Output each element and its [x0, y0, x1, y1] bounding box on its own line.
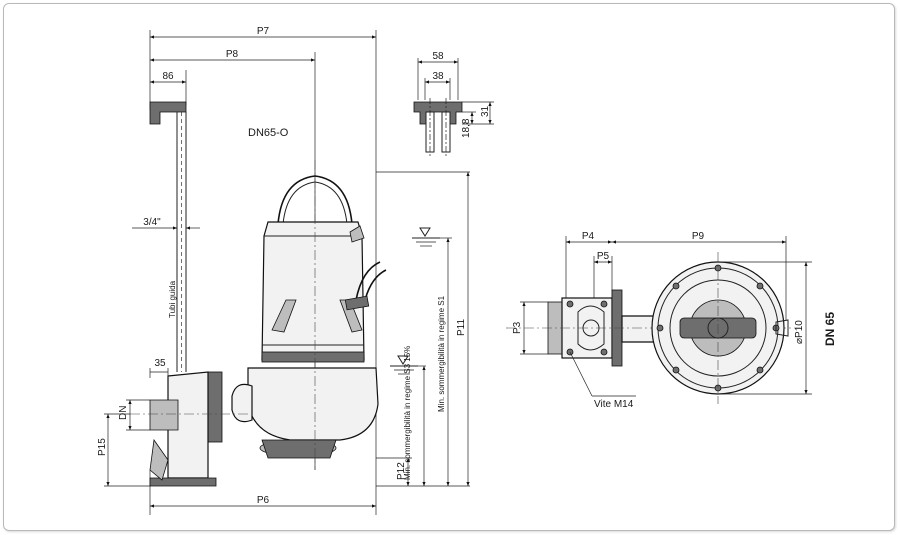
water-level-s1-icon — [412, 227, 440, 247]
screw-label: Vite M14 — [594, 399, 634, 410]
dim-35: 35 — [154, 358, 166, 369]
model-label: DN65-O — [248, 127, 289, 139]
dim-58: 58 — [432, 51, 444, 62]
bracket-detail: 58 38 31 18,8 — [413, 51, 494, 158]
dim-dn: DN — [118, 406, 129, 420]
pipe-size-label: 3/4" — [143, 217, 161, 228]
dim-p12: P12 — [396, 462, 407, 480]
dim-31: 31 — [480, 105, 491, 117]
dim-p9: P9 — [692, 231, 705, 242]
submergence-s1-label: Min. sommergibilità in regime S1 — [437, 295, 446, 412]
dim-18-8: 18,8 — [461, 118, 472, 138]
dim-p15: P15 — [97, 438, 108, 456]
dim-p7: P7 — [257, 26, 270, 37]
dn-65-label: DN 65 — [823, 312, 837, 346]
dim-38: 38 — [432, 71, 444, 82]
dim-p6: P6 — [257, 495, 270, 506]
guide-tubes-label: Tubi guida — [168, 280, 177, 318]
submergence-s3-label: Min. sommergibilità in regime S3 15% — [403, 346, 412, 480]
side-view: P7 P8 86 3/4" Tubi guida DN65-O — [97, 26, 470, 515]
dim-p3: P3 — [512, 321, 523, 334]
dim-p5: P5 — [597, 251, 610, 262]
dim-p4: P4 — [582, 231, 595, 242]
water-level-s3-icon — [390, 355, 418, 375]
dim-86: 86 — [162, 71, 174, 82]
top-view: P4 P9 P5 P3 Vite M14 — [506, 231, 837, 410]
dim-p11: P11 — [456, 319, 467, 336]
dim-p10: ⌀P10 — [794, 320, 805, 344]
dim-p8: P8 — [226, 49, 239, 60]
